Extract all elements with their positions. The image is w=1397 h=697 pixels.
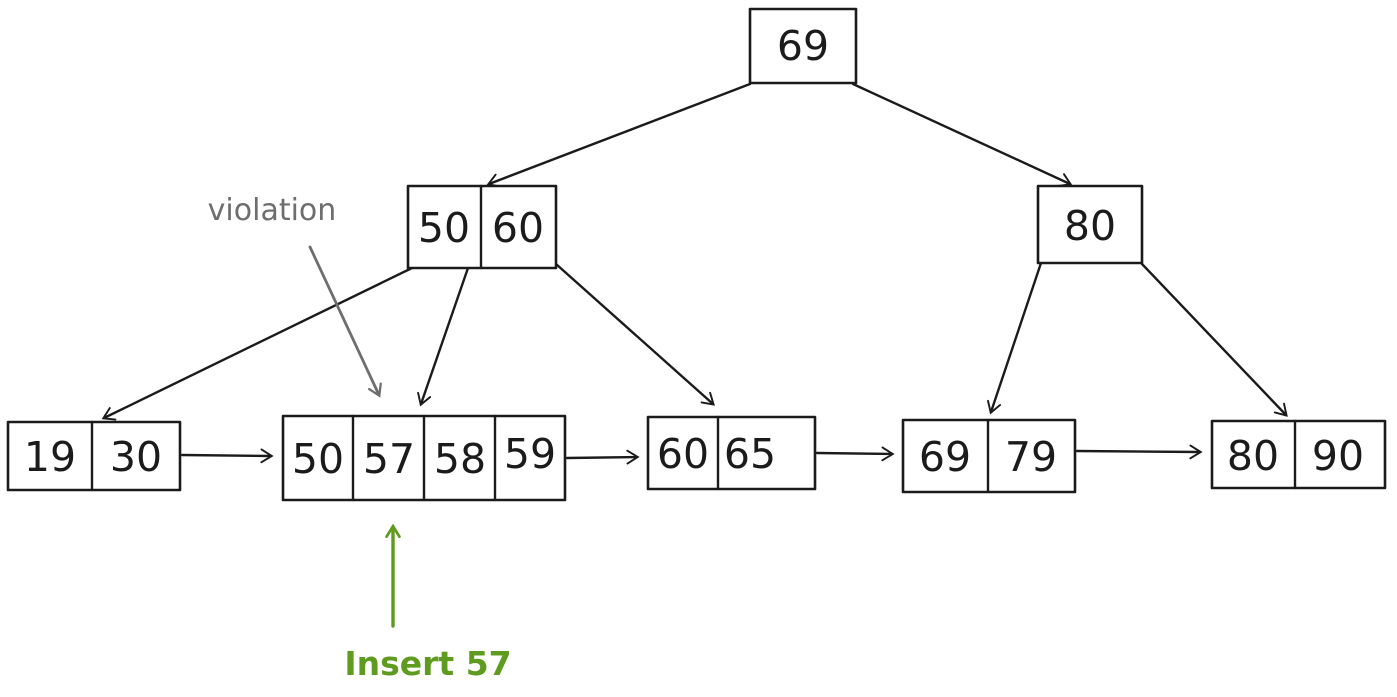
edge-root-to-internal-left [486, 82, 752, 188]
key-cell-value: 50 [292, 435, 344, 483]
node-box [748, 7, 858, 85]
node-leaf-50-57-58-59: 50 57 58 59 [281, 414, 567, 502]
key-cell-value: 58 [434, 435, 486, 483]
key-cell-value: 60 [657, 430, 709, 478]
violation-annotation: violation [208, 193, 382, 398]
key-cell-value: 80 [1227, 432, 1279, 480]
node-box [1210, 419, 1387, 490]
node-leaf-80-90: 80 90 [1210, 419, 1387, 490]
node-leaf-19-30: 19 30 [6, 420, 182, 492]
leaf-link-arrow-3 [815, 446, 895, 462]
node-box [646, 415, 817, 491]
leaf-link-arrow-1 [180, 448, 274, 464]
key-cell-value: 60 [492, 204, 544, 252]
key-cell-value: 69 [777, 22, 829, 70]
key-cell-value: 50 [418, 204, 470, 252]
node-internal-right: 80 [1036, 184, 1144, 265]
key-cell-value: 57 [363, 435, 415, 483]
node-root: 69 [748, 7, 858, 85]
violation-label: violation [208, 193, 337, 228]
leaf-link-arrow-2 [565, 449, 640, 465]
key-cell-value: 80 [1064, 202, 1116, 250]
node-leaf-60-65: 60 65 [646, 415, 817, 491]
key-cell-value: 90 [1312, 432, 1364, 480]
edge-root-to-internal-right [851, 82, 1073, 187]
violation-arrow [308, 245, 382, 398]
leaf-link-arrow-4 [1075, 444, 1203, 460]
edge-internal-right-to-leaf-80-90 [1140, 262, 1288, 417]
node-leaf-69-79: 69 79 [901, 418, 1077, 494]
edge-internal-left-to-leaf-60-65 [554, 262, 715, 406]
key-cell-value: 59 [504, 430, 556, 478]
node-box [1036, 184, 1144, 265]
edge-internal-right-to-leaf-69-79 [987, 261, 1043, 415]
key-cell-value: 69 [919, 433, 971, 481]
insert-annotation: Insert 57 [344, 523, 512, 683]
key-cell-value: 65 [724, 430, 776, 478]
edge-internal-left-to-leaf-19-30 [101, 266, 414, 421]
key-cell-value: 19 [24, 433, 76, 481]
key-cell-value: 30 [110, 433, 162, 481]
edge-internal-left-to-leaf-50-57-58-59 [417, 266, 470, 407]
insert-label: Insert 57 [344, 644, 511, 683]
key-cell-value: 79 [1005, 433, 1057, 481]
node-internal-left: 50 60 [406, 184, 558, 270]
node-box [6, 420, 182, 492]
